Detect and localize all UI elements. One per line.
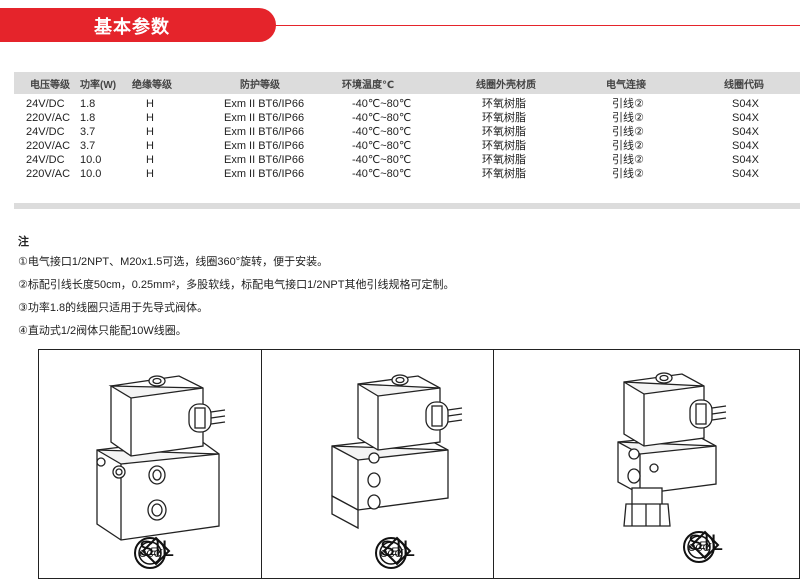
notes-section: 注 ①电气接口1/2NPT、M20x1.5可选，线圈360°旋转，便于安装。 ②… bbox=[18, 233, 798, 347]
table-row: 220V/AC 10.0 H Exm II BT6/IP66 -40℃~80℃ … bbox=[14, 167, 800, 181]
cell-temperature: -40℃~80℃ bbox=[352, 98, 412, 110]
table-bottom-rule bbox=[14, 203, 800, 209]
cell-protection: Exm II BT6/IP66 bbox=[224, 168, 305, 180]
solenoid-valve-drawing bbox=[331, 374, 463, 530]
cell-power: 10.0 bbox=[80, 168, 102, 180]
section-header: 基本参数 bbox=[0, 0, 800, 46]
ex-icon: Ex bbox=[141, 536, 171, 566]
cell-coil-code: S04X bbox=[732, 140, 759, 152]
cell-protection: Exm II BT6/IP66 bbox=[224, 140, 305, 152]
cell-connection: 引线② bbox=[612, 168, 644, 180]
cell-connection: 引线② bbox=[612, 154, 644, 166]
cell-protection: Exm II BT6/IP66 bbox=[224, 112, 305, 124]
ccc-icon: CCC bbox=[134, 537, 166, 569]
cell-temperature: -40℃~80℃ bbox=[352, 168, 412, 180]
cell-temperature: -40℃~80℃ bbox=[352, 126, 412, 138]
svg-text:CCC: CCC bbox=[380, 549, 402, 560]
cell-coil-code: S04X bbox=[732, 126, 759, 138]
cell-voltage: 220V/AC bbox=[26, 168, 71, 180]
solenoid-valve-drawing bbox=[96, 375, 226, 541]
header-rule bbox=[268, 25, 800, 26]
cell-connection: 引线② bbox=[612, 98, 644, 110]
cell-housing: 环氧树脂 bbox=[482, 126, 526, 138]
cell-coil-code: S04X bbox=[732, 98, 759, 110]
cell-power: 3.7 bbox=[80, 140, 96, 152]
cell-insulation: H bbox=[146, 140, 154, 152]
drawing-panel-3: CCC Ex SIL bbox=[494, 350, 799, 578]
cell-connection: 引线② bbox=[612, 140, 644, 152]
cell-temperature: -40℃~80℃ bbox=[352, 112, 412, 124]
ex-icon: Ex bbox=[690, 530, 720, 560]
panel-divider bbox=[261, 350, 262, 578]
cell-voltage: 220V/AC bbox=[26, 140, 71, 152]
col-header-temperature: 环境温度℃ bbox=[342, 79, 395, 91]
cell-voltage: 24V/DC bbox=[26, 98, 65, 110]
col-header-protection: 防护等级 bbox=[240, 79, 280, 91]
cell-insulation: H bbox=[146, 98, 154, 110]
cell-protection: Exm II BT6/IP66 bbox=[224, 126, 305, 138]
svg-text:Ex: Ex bbox=[699, 540, 712, 552]
col-header-insulation: 绝缘等级 bbox=[132, 79, 172, 91]
cell-power: 10.0 bbox=[80, 154, 102, 166]
cell-temperature: -40℃~80℃ bbox=[352, 140, 412, 152]
cell-temperature: -40℃~80℃ bbox=[352, 154, 412, 166]
table-row: 220V/AC 1.8 H Exm II BT6/IP66 -40℃~80℃ 环… bbox=[14, 111, 800, 125]
drawing-panel-1: CCC Ex SIL bbox=[39, 350, 261, 578]
table-row: 24V/DC 10.0 H Exm II BT6/IP66 -40℃~80℃ 环… bbox=[14, 153, 800, 167]
certification-marks: CCC Ex SIL bbox=[682, 530, 724, 563]
cell-connection: 引线② bbox=[612, 112, 644, 124]
cell-protection: Exm II BT6/IP66 bbox=[224, 98, 305, 110]
col-header-coil-code: 线圈代码 bbox=[724, 79, 764, 91]
cell-housing: 环氧树脂 bbox=[482, 168, 526, 180]
certification-marks: CCC Ex SIL bbox=[374, 536, 416, 569]
svg-text:Ex: Ex bbox=[150, 546, 163, 558]
ccc-icon: CCC bbox=[683, 531, 715, 563]
cell-coil-code: S04X bbox=[732, 112, 759, 124]
cell-coil-code: S04X bbox=[732, 168, 759, 180]
cell-power: 1.8 bbox=[80, 98, 96, 110]
note-item: ①电气接口1/2NPT、M20x1.5可选，线圈360°旋转，便于安装。 bbox=[18, 256, 329, 268]
cell-coil-code: S04X bbox=[732, 154, 759, 166]
svg-text:CCC: CCC bbox=[688, 543, 710, 554]
cell-voltage: 220V/AC bbox=[26, 112, 71, 124]
note-item: ④直动式1/2阀体只能配10W线圈。 bbox=[18, 325, 187, 337]
cell-housing: 环氧树脂 bbox=[482, 98, 526, 110]
panel-divider bbox=[493, 350, 494, 578]
header-pill bbox=[0, 8, 276, 42]
cell-voltage: 24V/DC bbox=[26, 154, 65, 166]
table-row: 24V/DC 3.7 H Exm II BT6/IP66 -40℃~80℃ 环氧… bbox=[14, 125, 800, 139]
section-title: 基本参数 bbox=[94, 17, 170, 37]
drawing-panel-2: CCC Ex SIL bbox=[262, 350, 493, 578]
table-row: 220V/AC 3.7 H Exm II BT6/IP66 -40℃~80℃ 环… bbox=[14, 139, 800, 153]
svg-text:Ex: Ex bbox=[391, 546, 404, 558]
ccc-icon: CCC bbox=[375, 537, 407, 569]
cell-insulation: H bbox=[146, 126, 154, 138]
cell-protection: Exm II BT6/IP66 bbox=[224, 154, 305, 166]
svg-text:CCC: CCC bbox=[139, 549, 161, 560]
col-header-voltage: 电压等级 bbox=[30, 79, 70, 91]
cell-power: 3.7 bbox=[80, 126, 96, 138]
cell-housing: 环氧树脂 bbox=[482, 154, 526, 166]
cell-housing: 环氧树脂 bbox=[482, 112, 526, 124]
table-row: 24V/DC 1.8 H Exm II BT6/IP66 -40℃~80℃ 环氧… bbox=[14, 94, 800, 111]
cell-insulation: H bbox=[146, 112, 154, 124]
notes-title: 注 bbox=[18, 236, 29, 248]
col-header-power: 功率(W) bbox=[80, 79, 117, 91]
note-item: ③功率1.8的线圈只适用于先导式阀体。 bbox=[18, 302, 209, 314]
cell-voltage: 24V/DC bbox=[26, 126, 65, 138]
col-header-housing: 线圈外壳材质 bbox=[476, 79, 536, 91]
parameter-table: 电压等级 功率(W) 绝缘等级 防护等级 环境温度℃ 线圈外壳材质 电气连接 线… bbox=[14, 72, 800, 181]
certification-marks: CCC Ex SIL bbox=[133, 536, 175, 569]
cell-power: 1.8 bbox=[80, 112, 96, 124]
table-header-row: 电压等级 功率(W) 绝缘等级 防护等级 环境温度℃ 线圈外壳材质 电气连接 线… bbox=[14, 72, 800, 94]
product-drawings: CCC Ex SIL bbox=[38, 349, 800, 579]
cell-insulation: H bbox=[146, 154, 154, 166]
col-header-connection: 电气连接 bbox=[606, 79, 646, 91]
cell-insulation: H bbox=[146, 168, 154, 180]
note-item: ②标配引线长度50cm，0.25mm²，多股软线，标配电气接口1/2NPT其他引… bbox=[18, 279, 455, 291]
cell-housing: 环氧树脂 bbox=[482, 140, 526, 152]
ex-icon: Ex bbox=[382, 536, 412, 566]
cell-connection: 引线② bbox=[612, 126, 644, 138]
solenoid-valve-drawing bbox=[617, 372, 727, 527]
